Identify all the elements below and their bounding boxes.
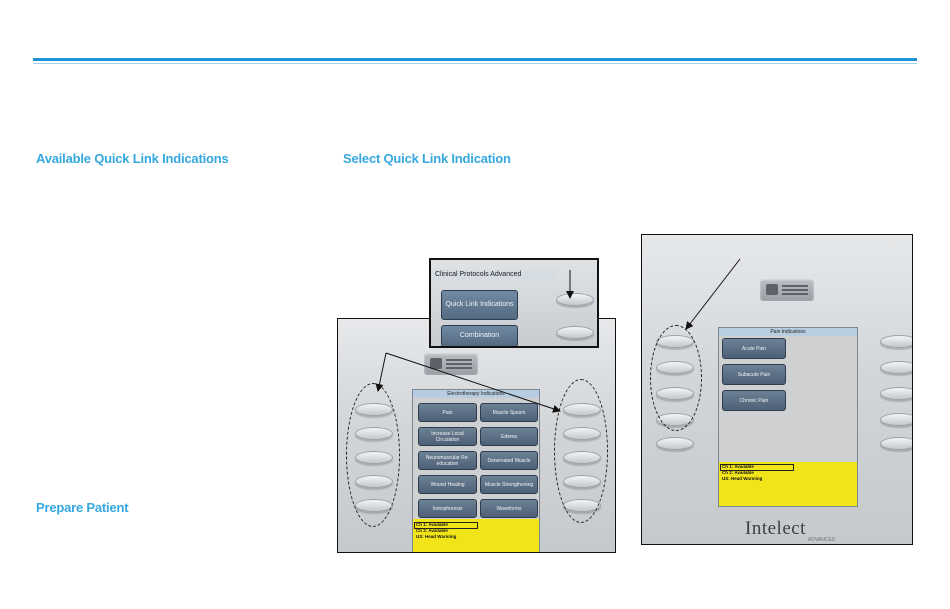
status-highlight-box	[720, 464, 794, 471]
screen-title: Pain Indications	[719, 328, 857, 336]
heading-prepare-patient: Prepare Patient	[36, 500, 129, 515]
device-photo-electrotherapy: Electrotherapy Indications Pain Muscle S…	[337, 318, 616, 553]
status-line: US: Head Warming	[416, 534, 457, 539]
inset-title: Clinical Protocols Advanced	[431, 270, 555, 279]
left-side-button-5[interactable]	[656, 437, 694, 450]
right-side-button-1[interactable]	[880, 335, 912, 348]
combination-button[interactable]: Combination	[441, 325, 518, 346]
status-line: US: Head Warming	[722, 476, 763, 481]
tile-muscle-strengthening[interactable]: Muscle Strengthening	[480, 475, 538, 494]
status-panel: Ch 1: Available Ch 2: Available US: Head…	[719, 462, 857, 506]
device-brand-sub: ADVANCED	[808, 537, 836, 543]
device-logo	[424, 353, 478, 375]
tile-denervated-muscle[interactable]: Denervated Muscle	[480, 451, 538, 470]
status-line: Ch 1: Available	[722, 464, 754, 469]
quick-link-indications-button[interactable]: Quick Link Indications	[441, 290, 518, 320]
right-side-button-2[interactable]	[880, 361, 912, 374]
inset-zoom: Clinical Protocols Advanced Quick Link I…	[429, 258, 599, 348]
tile-iontophoresis[interactable]: Iontophoresis	[418, 499, 477, 518]
tile-waveforms[interactable]: Waveforms	[480, 499, 538, 518]
tile-chronic-pain[interactable]: Chronic Pain	[722, 390, 786, 411]
heading-select-quick-link: Select Quick Link Indication	[343, 151, 511, 166]
inset-side-button-2[interactable]	[556, 326, 594, 339]
device-screen: Pain Indications Acute Pain Subacute Pai…	[718, 327, 858, 507]
status-line: Ch 2: Available	[722, 470, 754, 475]
status-panel: Ch 1: Available Ch 2: Available US: Head…	[413, 519, 539, 552]
tile-increase-local-circulation[interactable]: Increase Local Circulation	[418, 427, 477, 446]
tile-muscle-spasm[interactable]: Muscle Spasm	[480, 403, 538, 422]
status-highlight-box	[414, 522, 478, 529]
tile-subacute-pain[interactable]: Subacute Pain	[722, 364, 786, 385]
tile-neuromuscular-reeducation[interactable]: Neuromuscular Re-education	[418, 451, 477, 470]
device-screen: Electrotherapy Indications Pain Muscle S…	[412, 389, 540, 552]
right-side-button-3[interactable]	[880, 387, 912, 400]
left-buttons-callout	[346, 383, 400, 527]
device-brand: Intelect	[745, 518, 806, 539]
device-logo	[760, 279, 814, 301]
status-line: Ch 2: Available	[416, 528, 448, 533]
header-rule-thin	[33, 63, 917, 64]
device-photo-pain: Pain Indications Acute Pain Subacute Pai…	[641, 234, 913, 545]
tile-wound-healing[interactable]: Wound Healing	[418, 475, 477, 494]
left-buttons-callout	[650, 325, 702, 431]
right-buttons-callout	[554, 379, 608, 523]
right-side-button-5[interactable]	[880, 437, 912, 450]
right-side-button-4[interactable]	[880, 413, 912, 426]
heading-available-quick-link: Available Quick Link Indications	[36, 151, 229, 166]
inset-side-button-1[interactable]	[556, 293, 594, 306]
tile-pain[interactable]: Pain	[418, 403, 477, 422]
screen-title: Electrotherapy Indications	[413, 390, 539, 398]
header-rule	[33, 58, 917, 61]
tile-acute-pain[interactable]: Acute Pain	[722, 338, 786, 359]
tile-edema[interactable]: Edema	[480, 427, 538, 446]
status-line: Ch 1: Available	[416, 522, 448, 527]
